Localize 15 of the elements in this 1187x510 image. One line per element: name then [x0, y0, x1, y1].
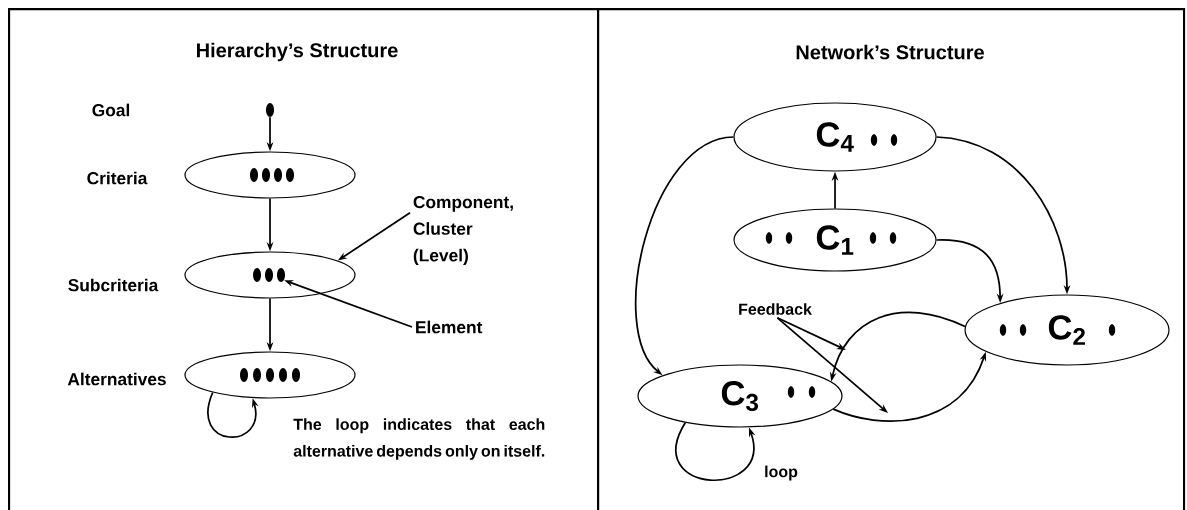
text-label: Element [416, 320, 483, 334]
text-label: Feedback [739, 303, 812, 315]
panel-title: Network’s Structure [796, 44, 984, 60]
panel-title: Hierarchy’s Structure [197, 42, 398, 62]
level-label: Alternatives [67, 372, 166, 386]
note-text: The loop indicates that each alternative depends only on itself. [293, 418, 545, 460]
cluster-ellipse [184, 351, 356, 399]
edge-label: loop [762, 464, 800, 482]
cluster-ellipse [184, 151, 356, 199]
level-label: Subcriteria [68, 278, 159, 292]
leader-line [776, 316, 888, 413]
level-label: Goal [92, 103, 130, 117]
level-label: Criteria [87, 171, 148, 185]
text-label: Component, Cluster (Level) [413, 195, 513, 265]
cluster-ellipse [184, 251, 356, 299]
